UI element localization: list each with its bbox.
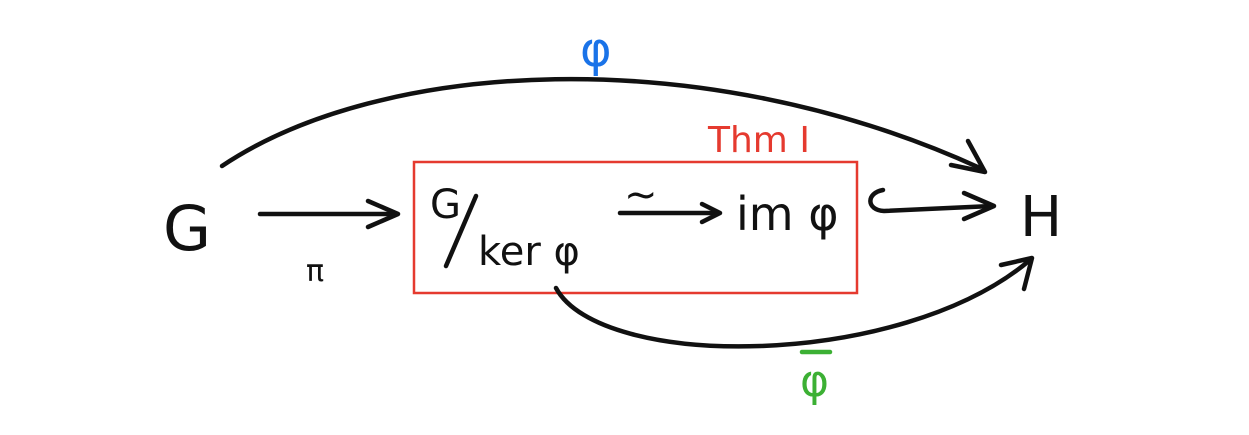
image-phi: im φ	[736, 187, 839, 241]
label-iso: ~	[624, 172, 658, 218]
arrow-phi-bar	[553, 255, 1035, 349]
arrow-iso	[617, 201, 723, 225]
quotient-group: G ker φ	[430, 182, 580, 275]
arrow-pi	[257, 198, 401, 230]
label-phi: φ	[580, 22, 612, 78]
label-pi: π	[306, 254, 324, 289]
node-G: G	[163, 192, 211, 265]
theorem-box	[412, 160, 859, 295]
arrow-phi	[219, 76, 988, 175]
label-phi-bar-text: φ	[800, 356, 829, 407]
arrow-inclusion	[868, 187, 997, 222]
quotient-denominator: ker φ	[478, 229, 580, 275]
quotient-numerator: G	[430, 182, 461, 228]
theorem-label: Thm I	[707, 120, 810, 161]
quotient-slash	[443, 193, 479, 269]
node-H: H	[1020, 185, 1062, 250]
label-phi-bar: φ	[799, 349, 833, 407]
